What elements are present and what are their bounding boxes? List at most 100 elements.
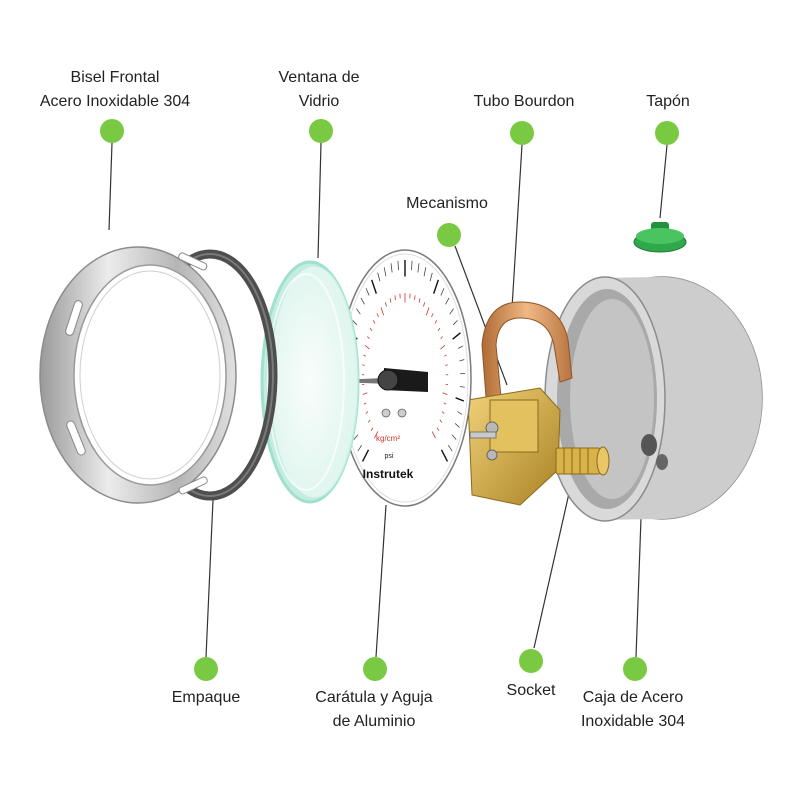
leader-caja (635, 517, 642, 658)
label-caja-line2: Inoxidable 304 (580, 713, 686, 730)
dial-unit-secondary: psi (385, 453, 394, 460)
label-bisel-line1: Bisel Frontal (70, 69, 160, 86)
dial-tick (411, 260, 413, 271)
label-socket: Socket (507, 679, 556, 703)
dial-tick-red (425, 307, 430, 316)
dial-tick-red (372, 320, 376, 324)
dial-tick (451, 434, 457, 440)
dial-tick (365, 288, 370, 296)
marker-dot-tapon (655, 121, 679, 145)
dial-tick-red (380, 307, 385, 316)
dial-tick-red (414, 295, 416, 301)
dial-tick-red (365, 411, 369, 414)
marker-dot-mecanismo (437, 223, 461, 247)
label-ventana-line2: Vidrio (298, 93, 340, 110)
dial-tick-red (445, 364, 448, 366)
bourdon-tube (481, 301, 573, 411)
label-caratula-line2: de Aluminio (332, 713, 416, 730)
dial-tick (360, 297, 365, 305)
leader-lines (108, 142, 668, 658)
marker-dot-ventana (309, 119, 333, 143)
dial-tick (457, 345, 463, 349)
label-mecanismo: Mecanismo (406, 192, 488, 216)
dial-face: kg/cm² psi Instrutek (312, 249, 472, 507)
dial-tick (397, 260, 399, 271)
dial-tick (440, 449, 449, 462)
dial-tick (449, 308, 454, 315)
label-ventana: Ventana de Vidrio (279, 66, 360, 114)
dial-tick-red (363, 354, 366, 357)
dial-tick (423, 267, 427, 277)
dial-tick (383, 267, 387, 277)
label-tubo: Tubo Bourdon (474, 90, 575, 114)
label-caratula: Carátula y Aguja de Aluminio (315, 686, 432, 734)
label-caja-line1: Caja de Acero (582, 689, 684, 706)
front-bezel (39, 246, 237, 504)
steel-case (544, 276, 763, 522)
label-socket-line1: Socket (506, 682, 556, 699)
dial-tick-red (367, 336, 370, 340)
glass-window (260, 260, 360, 504)
dial-tick-red (367, 419, 371, 423)
label-caja: Caja de Acero Inoxidable 304 (581, 686, 685, 734)
dial-tick-red (418, 298, 421, 303)
dial-tick-red (364, 345, 370, 350)
leader-socket (533, 479, 573, 649)
dial-tick (357, 444, 362, 452)
leader-tapon (659, 144, 668, 219)
dial-tick (454, 423, 460, 428)
label-bisel-line2: Acero Inoxidable 304 (39, 93, 191, 110)
dial-tick (417, 263, 420, 273)
dial-tick (429, 272, 433, 282)
dial-tick-red (376, 313, 379, 318)
dial-tick-red (440, 336, 443, 340)
marker-dot-caja (623, 657, 647, 681)
dial-brand: Instrutek (363, 467, 414, 481)
label-empaque: Empaque (172, 686, 241, 710)
dial-tick (457, 411, 463, 415)
label-ventana-line1: Ventana de (278, 69, 360, 86)
dial-tick (356, 308, 361, 315)
dial-tick-red (423, 302, 425, 307)
marker-dot-socket (519, 649, 543, 673)
dial-tick-red (441, 411, 445, 414)
label-empaque-line1: Empaque (171, 689, 241, 706)
dial-tick-red (362, 392, 368, 395)
dial-tick-red (442, 392, 448, 395)
dial-tick-red (434, 320, 438, 324)
dial-tick (433, 279, 439, 294)
dial-tick (445, 297, 450, 305)
dial-tick-red (394, 295, 396, 301)
dial-tick-red (385, 302, 387, 307)
label-bisel: Bisel Frontal Acero Inoxidable 304 (40, 66, 190, 114)
leader-ventana (317, 142, 322, 259)
leader-mecanismo (454, 245, 508, 386)
dial-tick-red (362, 364, 365, 366)
dial-tick (371, 279, 377, 294)
label-tubo-line1: Tubo Bourdon (473, 93, 575, 110)
label-tapon: Tapón (646, 90, 690, 114)
leader-tubo (511, 144, 523, 309)
label-tapon-line1: Tapón (646, 93, 690, 110)
dial-tick-red (437, 327, 441, 332)
dial-tick-red (431, 313, 434, 318)
dial-tick (459, 359, 465, 362)
marker-dot-caratula (363, 657, 387, 681)
leader-bisel (108, 142, 113, 231)
movement-mechanism (467, 387, 610, 506)
label-mecanismo-line1: Mecanismo (406, 195, 488, 212)
dial-tick (377, 272, 381, 282)
dial-tick-red (374, 431, 379, 439)
label-caratula-line1: Carátula y Aguja (315, 689, 433, 706)
marker-dot-tubo (510, 121, 534, 145)
dial-unit-primary: kg/cm² (376, 434, 400, 443)
dial-tick-red (440, 345, 446, 350)
dial-tick (455, 397, 465, 402)
leader-caratula (375, 504, 387, 658)
dial-tick-red (389, 298, 392, 303)
rubber-plug (633, 222, 687, 253)
dial-tick-red (443, 402, 447, 405)
dial-tick (440, 288, 445, 296)
